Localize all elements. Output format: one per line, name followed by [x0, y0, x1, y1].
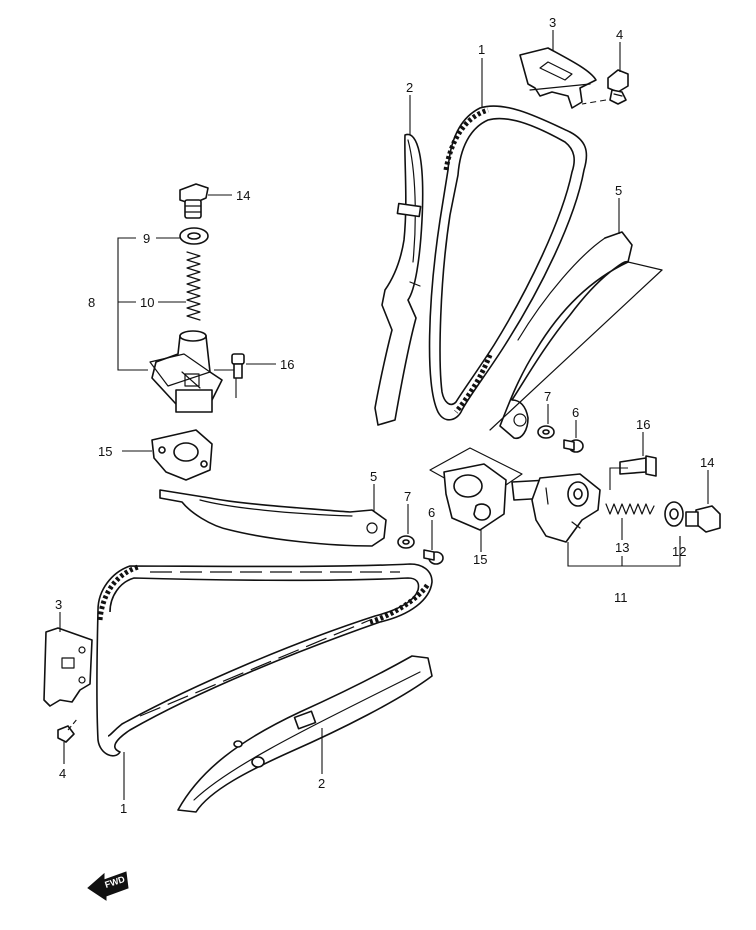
tensioner-assembly-upper	[117, 183, 245, 413]
callout-8: 8	[88, 295, 95, 310]
callout-5-mid: 5	[370, 469, 377, 484]
callout-6-mid: 6	[428, 505, 435, 520]
callout-5-right: 5	[615, 183, 622, 198]
callout-1-top: 1	[478, 42, 485, 57]
tensioner-gasket-upper	[151, 429, 213, 481]
chain-guide-upper	[374, 133, 424, 426]
callout-10: 10	[140, 295, 154, 310]
callout-16-right: 16	[636, 417, 650, 432]
tensioner-guide-upper	[489, 231, 663, 440]
callout-15-right: 15	[473, 552, 487, 567]
tensioner-spring-lower	[605, 503, 655, 515]
chain-guide-retainer-lower	[43, 627, 93, 707]
callout-2-bottom: 2	[318, 776, 325, 791]
tensioner-gasket-lower	[429, 447, 523, 531]
guide-bolt-right	[563, 439, 584, 453]
cam-chain-lower	[96, 563, 433, 757]
guide-bolt-mid	[423, 549, 444, 565]
callout-14-right: 14	[700, 455, 714, 470]
callout-6-right: 6	[572, 405, 579, 420]
bolt-16-right	[609, 455, 657, 490]
chain-guide-lower	[177, 655, 433, 813]
callout-11: 11	[614, 590, 628, 605]
callout-3-top: 3	[549, 15, 556, 30]
callout-16-left: 16	[280, 357, 294, 372]
callout-3-left: 3	[55, 597, 62, 612]
chain-guide-retainer-upper	[519, 47, 597, 109]
callout-14-left: 14	[236, 188, 250, 203]
callout-12: 12	[672, 544, 686, 559]
washer-mid	[397, 535, 415, 549]
callout-7-mid: 7	[404, 489, 411, 504]
washer-right	[537, 425, 555, 439]
washer-lower	[664, 501, 684, 527]
callout-13: 13	[615, 540, 629, 555]
callout-4-top: 4	[616, 27, 623, 42]
bolt-lower-left	[57, 717, 79, 743]
callout-15-left: 15	[98, 444, 112, 459]
callout-1-bottom: 1	[120, 801, 127, 816]
tensioner-guide-lower	[159, 489, 387, 547]
fwd-arrow-icon: FWD	[87, 871, 129, 901]
callout-labels: 1 2 3 4 5 14 9 8 10 16 15 7 6 16 14 5 7 …	[55, 15, 714, 816]
cam-chain-upper	[428, 105, 588, 421]
plug-bolt-lower	[685, 505, 721, 533]
callout-4-left: 4	[59, 766, 66, 781]
leader-lines	[59, 30, 709, 800]
callout-2-top: 2	[406, 80, 413, 95]
callout-7-right: 7	[544, 389, 551, 404]
tensioner-assembly-lower	[511, 473, 681, 567]
bolt-upper	[581, 69, 629, 105]
callout-9: 9	[143, 231, 150, 246]
